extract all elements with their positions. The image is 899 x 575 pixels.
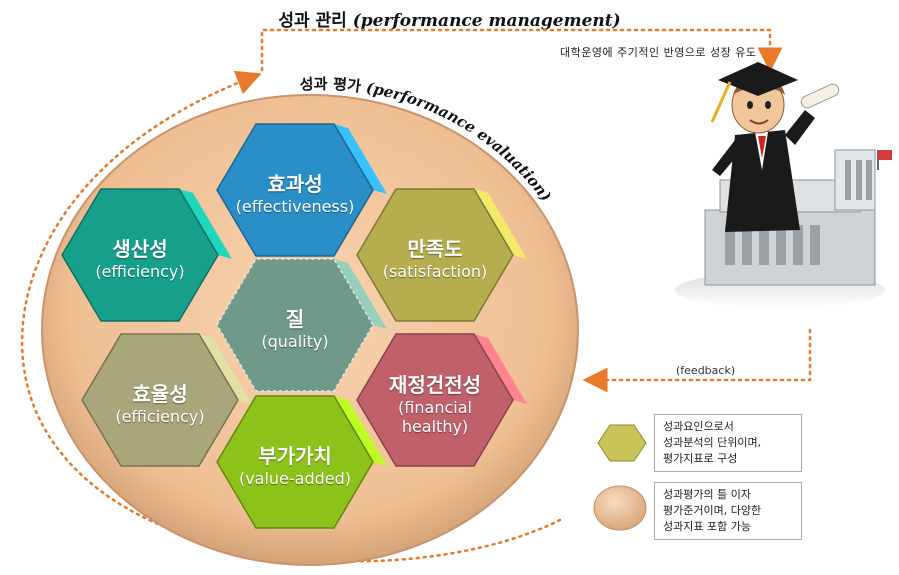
hex-label-en-satisfaction: (satisfaction) xyxy=(382,262,488,281)
hex-financial xyxy=(356,333,514,467)
hex-side-satisfaction xyxy=(474,189,527,259)
legend-circle-text: 성과평가의 틀 이자 평가준거이며, 다양한 성과지표 포함 가능 xyxy=(654,482,802,540)
hex-label-financial: 재정건전성(financial healthy) xyxy=(360,369,510,436)
hex-side-efficiency xyxy=(199,334,252,404)
management-title-ko: 성과 관리 xyxy=(278,11,347,31)
top-arrow xyxy=(260,28,783,73)
outer-arc xyxy=(20,70,562,563)
hexagon-cluster xyxy=(61,123,527,529)
hex-label-en-efficiency: (efficiency) xyxy=(115,407,205,426)
legend-swatches xyxy=(593,424,647,531)
hex-label-en-productivity: (efficiency) xyxy=(95,262,185,281)
hex-label-en-financial: (financial healthy) xyxy=(398,398,472,436)
hex-label-ko-quality: 질 xyxy=(285,307,305,331)
hex-label-productivity: 생산성(efficiency) xyxy=(65,233,215,281)
hex-label-efficiency: 효율성(efficiency) xyxy=(85,378,235,426)
hex-label-ko-value_added: 부가가치 xyxy=(258,444,332,468)
graduate-illustration xyxy=(675,62,892,308)
hex-efficiency xyxy=(81,333,239,467)
hex-label-en-quality: (quality) xyxy=(261,332,329,351)
hex-label-ko-satisfaction: 만족도 xyxy=(407,237,463,261)
feedback-label: (feedback) xyxy=(676,364,736,377)
hex-value_added xyxy=(216,395,374,529)
hex-productivity xyxy=(61,188,219,322)
hex-side-effectiveness xyxy=(334,124,387,194)
cycle-arrows xyxy=(20,28,812,563)
management-title-en: (performance management) xyxy=(352,11,621,31)
hex-effectiveness xyxy=(216,123,374,257)
management-title: 성과 관리 (performance management) xyxy=(0,6,899,31)
legend-hex-icon xyxy=(597,424,647,462)
hex-label-ko-financial: 재정건전성 xyxy=(389,373,481,397)
hex-label-ko-effectiveness: 효과성 xyxy=(267,172,323,196)
hex-label-en-value_added: (value-added) xyxy=(238,469,352,488)
feedback-arrow xyxy=(582,328,812,393)
hex-satisfaction xyxy=(356,188,514,322)
hex-label-value_added: 부가가치(value-added) xyxy=(220,440,370,488)
management-note: 대학운영에 주기적인 반영으로 성장 유도 xyxy=(560,46,757,59)
hex-label-satisfaction: 만족도(satisfaction) xyxy=(360,233,510,281)
legend-circle-icon xyxy=(593,485,647,531)
hex-label-ko-productivity: 생산성 xyxy=(112,237,168,261)
hex-side-quality xyxy=(334,259,387,329)
hex-label-effectiveness: 효과성(effectiveness) xyxy=(220,168,370,216)
hex-side-financial xyxy=(474,334,527,404)
hex-label-en-effectiveness: (effectiveness) xyxy=(235,197,355,216)
legend-hex-text: 성과요인으로서 성과분석의 단위이며, 평가지표로 구성 xyxy=(654,414,802,472)
hex-label-ko-efficiency: 효율성 xyxy=(132,382,188,406)
hex-quality xyxy=(216,258,374,392)
hex-label-quality: 질(quality) xyxy=(220,303,370,351)
hex-side-productivity xyxy=(179,189,232,259)
hex-side-value_added xyxy=(334,396,387,466)
